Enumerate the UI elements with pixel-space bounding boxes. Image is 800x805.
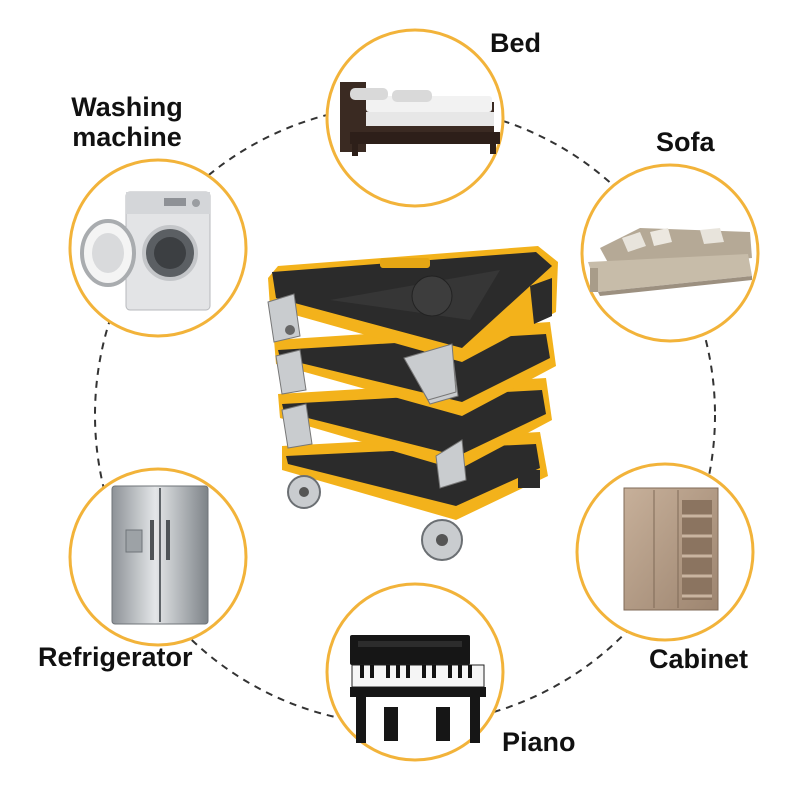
cabinet-circle — [575, 462, 755, 642]
piano-icon — [350, 635, 486, 743]
refrigerator-circle — [68, 467, 248, 647]
washing-machine-icon — [80, 191, 211, 311]
label-cabinet: Cabinet — [649, 644, 749, 674]
sofa-icon — [588, 228, 752, 296]
label-washing-machine: Washing machine — [71, 92, 183, 152]
bed-circle — [325, 28, 505, 208]
washing-machine-circle — [68, 158, 248, 338]
label-refrigerator: Refrigerator — [38, 642, 193, 672]
bed-icon — [340, 82, 500, 156]
piano-circle — [325, 582, 505, 762]
label-sofa: Sofa — [656, 127, 715, 157]
refrigerator-icon — [111, 485, 209, 625]
furniture-mover-stack-icon — [267, 246, 558, 561]
cabinet-icon — [623, 487, 719, 611]
sofa-circle — [580, 163, 760, 343]
label-bed: Bed — [490, 28, 542, 58]
label-piano: Piano — [502, 727, 576, 757]
